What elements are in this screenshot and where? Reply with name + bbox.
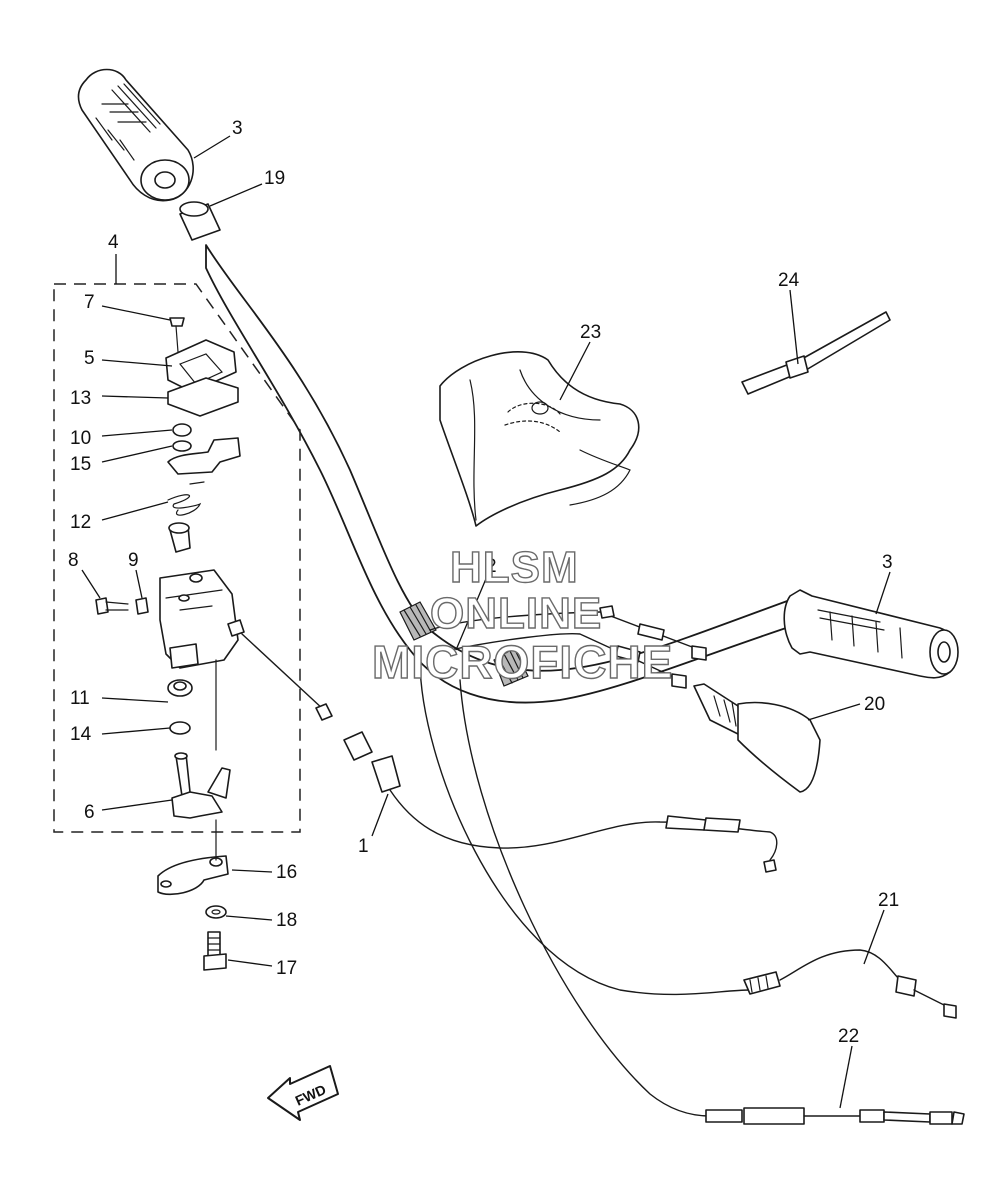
handlebar-pad[interactable] [439, 351, 640, 527]
bolt[interactable] [95, 597, 129, 615]
bushing[interactable] [168, 522, 191, 553]
lever-plate[interactable] [167, 437, 241, 475]
switch-housing[interactable] [159, 569, 245, 669]
callout-4: 4 [108, 232, 119, 253]
callout-19: 19 [264, 168, 285, 189]
callout-6: 6 [84, 802, 95, 823]
gasket[interactable] [167, 377, 239, 417]
forward-arrow: FWD [267, 1065, 339, 1121]
callout-22: 22 [838, 1026, 859, 1047]
handlebar-knurl-left [399, 601, 437, 641]
callout-9: 9 [128, 550, 139, 571]
callout-2: 2 [486, 556, 497, 577]
callout-18: 18 [276, 910, 297, 931]
leader-lines [81, 135, 891, 1109]
callout-20: 20 [864, 694, 885, 715]
callout-17: 17 [276, 958, 297, 979]
cable-tie[interactable] [741, 311, 891, 395]
grip-collar[interactable] [179, 201, 221, 241]
callout-1: 1 [358, 836, 369, 857]
watermark-line-3: MICROFICHE [372, 636, 673, 688]
spring[interactable] [167, 481, 205, 516]
callout-24: 24 [778, 270, 800, 291]
clamp-washer[interactable] [205, 905, 227, 919]
switch-cover[interactable] [165, 339, 237, 393]
callout-3-right: 3 [882, 552, 893, 573]
switch-cables[interactable] [429, 605, 707, 689]
callout-23: 23 [580, 322, 601, 343]
screw[interactable] [169, 317, 185, 353]
callout-numbers: 3 19 4 7 5 13 10 15 12 8 9 11 14 6 16 18… [68, 118, 899, 1047]
throttle-lever[interactable] [171, 752, 231, 819]
callout-14: 14 [70, 724, 92, 745]
callout-10: 10 [70, 428, 91, 449]
callout-13: 13 [70, 388, 91, 409]
callout-5: 5 [84, 348, 95, 369]
clamp-bolt[interactable] [203, 931, 227, 971]
callout-7: 7 [84, 292, 95, 313]
throttle-cable[interactable] [241, 633, 778, 873]
washer[interactable] [169, 721, 191, 735]
watermark-line-1: HLSM [450, 543, 579, 592]
watermark: HLSM ONLINE MICROFICHE [371, 542, 673, 688]
callout-12: 12 [70, 512, 91, 533]
cable-22[interactable] [459, 679, 965, 1125]
watermark-line-2: ONLINE [430, 589, 602, 638]
small-nut[interactable] [135, 597, 149, 615]
collar[interactable] [167, 679, 193, 697]
callout-8: 8 [68, 550, 79, 571]
callout-21: 21 [878, 890, 899, 911]
cable-21[interactable] [419, 659, 957, 1019]
callout-11: 11 [70, 688, 90, 709]
callout-15: 15 [70, 454, 91, 475]
right-grip[interactable] [783, 589, 959, 679]
nut[interactable] [172, 423, 192, 437]
callout-3-left: 3 [232, 118, 243, 139]
callout-16: 16 [276, 862, 297, 883]
assembly-boundary [53, 283, 301, 833]
rubber-boot[interactable] [693, 683, 821, 793]
left-grip[interactable] [77, 68, 194, 202]
clamp[interactable] [157, 855, 229, 896]
handlebar-knurl-right [493, 647, 529, 687]
